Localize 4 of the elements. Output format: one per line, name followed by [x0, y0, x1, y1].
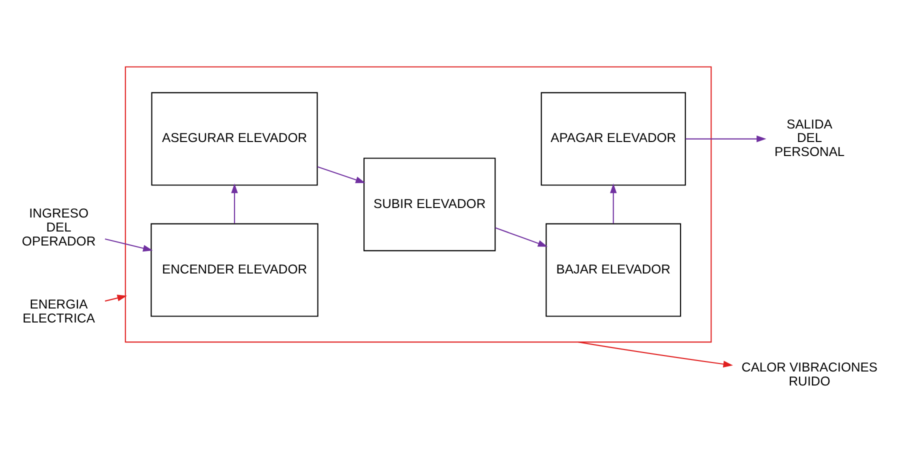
node-text: SALIDA DEL PERSONAL: [774, 116, 845, 160]
node-text: ENERGIA ELECTRICA: [22, 296, 95, 326]
node-text: CALOR VIBRACIONES RUIDO: [742, 360, 878, 389]
node-text: INGRESO DEL OPERADOR: [22, 205, 96, 248]
